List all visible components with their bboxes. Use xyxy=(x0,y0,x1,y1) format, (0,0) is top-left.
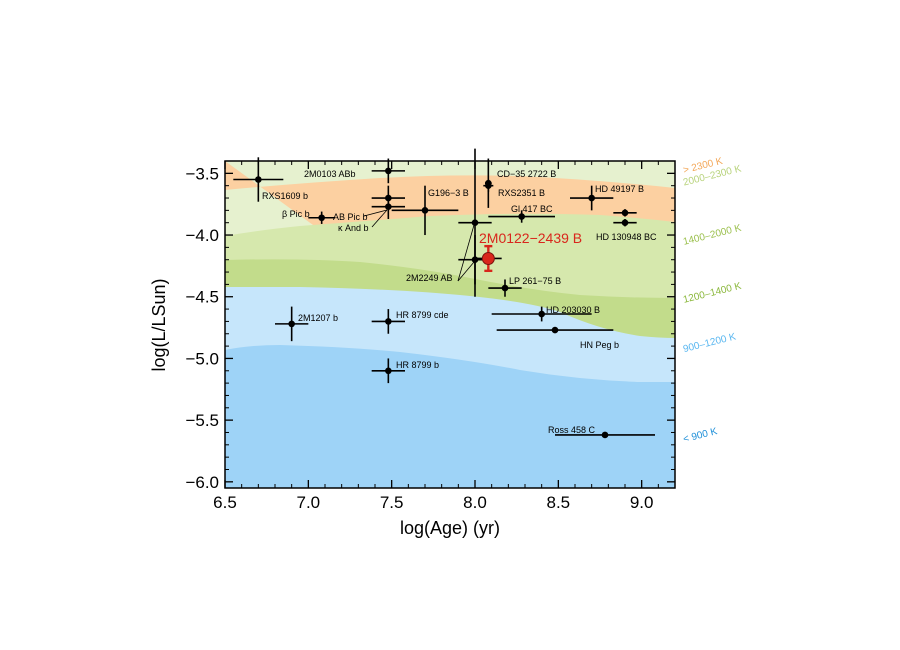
label-rxs2351b: RXS2351 B xyxy=(498,188,545,198)
y-tick-label-5: −6.0 xyxy=(185,473,219,492)
label-gl417bc: Gl 417 BC xyxy=(511,204,553,214)
highlight-point xyxy=(481,251,495,265)
band-label-3: 1400–2000 K xyxy=(682,223,743,248)
label-hd130948bc: HD 130948 BC xyxy=(596,232,657,242)
band-label-0: < 900 K xyxy=(682,426,719,445)
x-tick-label-0: 6.5 xyxy=(213,493,237,512)
x-tick-label-1: 7.0 xyxy=(297,493,321,512)
point-13 xyxy=(471,256,479,264)
x-tick-label-5: 9.0 xyxy=(630,493,654,512)
label-ross458c: Ross 458 C xyxy=(548,425,596,435)
point-8 xyxy=(588,194,595,202)
label-2m0122: 2M0122−2439 B xyxy=(479,230,582,246)
label-abpicb: AB Pic b xyxy=(333,212,368,222)
label-hd49197b: HD 49197 B xyxy=(595,184,644,194)
label-leader-lines xyxy=(363,209,475,282)
temperature-bands xyxy=(225,161,675,488)
point-0 xyxy=(255,176,262,183)
label-kandb: κ And b xyxy=(338,223,369,233)
plot-frame xyxy=(224,160,676,489)
point-7 xyxy=(485,182,492,189)
label-g1963b: G196−3 B xyxy=(428,188,469,198)
y-tick-label-0: −3.5 xyxy=(185,164,219,183)
point-2 xyxy=(318,214,325,222)
band-lt900 xyxy=(225,345,675,488)
label-2m2249ab: 2M2249 AB xyxy=(406,273,453,283)
band-label-2: 1200–1400 K xyxy=(682,281,743,306)
y-axis-label: log(L/LSun) xyxy=(149,278,169,371)
label-bpicb: β Pic b xyxy=(282,209,310,219)
data-points xyxy=(255,167,629,439)
point-19 xyxy=(385,367,392,375)
point-5 xyxy=(421,207,429,214)
point-9 xyxy=(518,213,525,220)
label-lp26175b: LP 261−75 B xyxy=(509,276,561,286)
x-tick-label-2: 7.5 xyxy=(380,493,404,512)
point-18 xyxy=(385,318,392,325)
point-11 xyxy=(621,219,629,226)
point-10 xyxy=(621,209,629,217)
label-2m1207b: 2M1207 b xyxy=(298,313,338,323)
x-tick-label-4: 8.5 xyxy=(547,493,571,512)
label-hd203030b: HD 203030 B xyxy=(546,305,600,315)
y-tick-label-1: −4.0 xyxy=(185,226,219,245)
point-20 xyxy=(601,431,609,439)
label-hr8799b: HR 8799 b xyxy=(396,360,439,370)
label-cd352722b: CD−35 2722 B xyxy=(497,169,556,179)
y-tick-label-4: −5.5 xyxy=(185,411,219,430)
point-17 xyxy=(288,320,295,328)
point-16 xyxy=(551,326,559,334)
x-tick-label-3: 8.0 xyxy=(463,493,487,512)
point-15 xyxy=(538,310,545,318)
point-4 xyxy=(385,203,392,210)
band-label-1: 900–1200 K xyxy=(682,331,737,355)
x-axis-label: log(Age) (yr) xyxy=(400,518,500,538)
label-2m0103abb: 2M0103 ABb xyxy=(304,169,356,179)
y-tick-label-3: −5.0 xyxy=(185,349,219,368)
point-14 xyxy=(501,284,509,292)
point-labels: RXS1609 b 2M0103 ABb β Pic b AB Pic b κ … xyxy=(262,169,657,435)
axes: 6.5 7.0 7.5 8.0 8.5 9.0 −3.5 −4.0 −4.5 −5.0 −5.5 −6… xyxy=(185,160,676,512)
point-3 xyxy=(385,194,392,202)
label-rxs1609b: RXS1609 b xyxy=(262,191,308,201)
label-hnpegb: HN Peg b xyxy=(580,340,619,350)
point-1 xyxy=(385,167,392,175)
y-tick-label-2: −4.5 xyxy=(185,288,219,307)
label-hr8799cde: HR 8799 cde xyxy=(396,310,449,320)
point-12 xyxy=(471,219,479,226)
